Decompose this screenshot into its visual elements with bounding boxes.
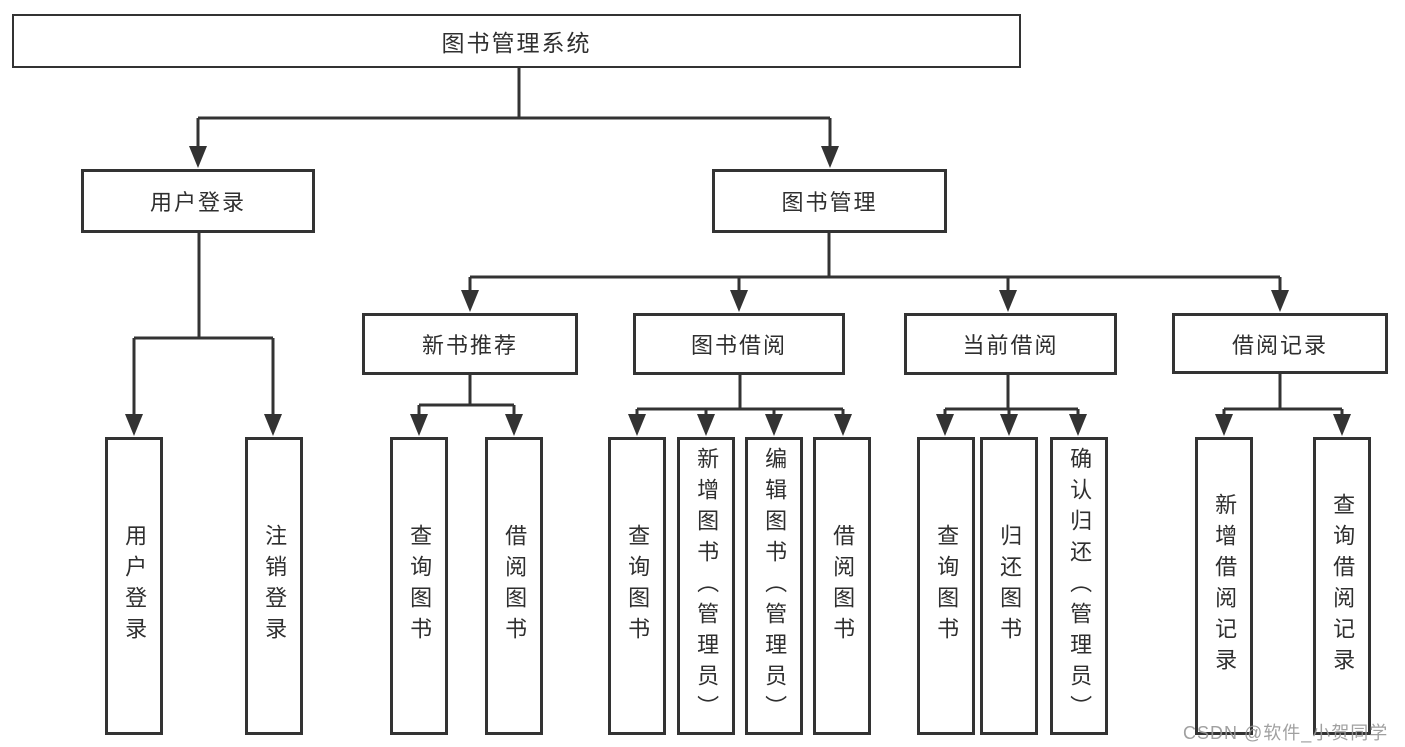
arrow-down-icon bbox=[410, 414, 523, 436]
leaf-label: 用户登录 bbox=[122, 524, 148, 648]
leaf-label: 新增借阅记录 bbox=[1212, 493, 1238, 679]
leaf-logout-login: 注销登录 bbox=[245, 437, 303, 735]
leaf-edit-books-admin: 编辑图书（管理员） bbox=[745, 437, 803, 735]
arrow-down-icon bbox=[461, 290, 1289, 312]
node-current-borrowing: 当前借阅 bbox=[904, 313, 1117, 375]
leaf-query-books-recommend: 查询图书 bbox=[390, 437, 448, 735]
leaf-label: 查询借阅记录 bbox=[1330, 493, 1356, 679]
arrow-down-icon bbox=[628, 414, 852, 436]
node-user-login: 用户登录 bbox=[81, 169, 315, 233]
connector-line bbox=[417, 375, 516, 416]
leaf-confirm-return-admin: 确认归还（管理员） bbox=[1050, 437, 1108, 735]
leaf-return-books: 归还图书 bbox=[980, 437, 1038, 735]
leaf-label: 编辑图书（管理员） bbox=[762, 446, 788, 726]
leaf-query-borrow-records: 查询借阅记录 bbox=[1313, 437, 1371, 735]
node-library-management-system: 图书管理系统 bbox=[12, 14, 1021, 68]
connector-book-borrowing-to-leaves bbox=[628, 375, 852, 436]
connector-line bbox=[196, 68, 832, 148]
node-borrowing-records: 借阅记录 bbox=[1172, 313, 1388, 374]
node-book-management: 图书管理 bbox=[712, 169, 947, 233]
leaf-borrow-books-borrowing: 借阅图书 bbox=[813, 437, 871, 735]
arrow-down-icon bbox=[1215, 414, 1351, 436]
leaf-label: 查询图书 bbox=[407, 524, 433, 648]
connector-borrowing-records-to-leaves bbox=[1215, 374, 1351, 436]
connector-line bbox=[468, 233, 1282, 292]
leaf-user-login: 用户登录 bbox=[105, 437, 163, 735]
connector-root-to-level2 bbox=[189, 68, 839, 168]
node-new-book-recommendation: 新书推荐 bbox=[362, 313, 578, 375]
connector-line bbox=[132, 233, 275, 416]
leaf-borrow-books-recommend: 借阅图书 bbox=[485, 437, 543, 735]
leaf-label: 借阅图书 bbox=[502, 524, 528, 648]
connector-new-book-recommendation-to-leaves bbox=[410, 375, 523, 436]
connector-line bbox=[635, 375, 845, 416]
leaf-query-books-current: 查询图书 bbox=[917, 437, 975, 735]
connector-line bbox=[943, 375, 1080, 416]
connector-book-management-to-level3 bbox=[461, 233, 1289, 312]
leaf-label: 查询图书 bbox=[934, 524, 960, 648]
node-book-borrowing: 图书借阅 bbox=[633, 313, 845, 375]
leaf-query-books-borrowing: 查询图书 bbox=[608, 437, 666, 735]
leaf-label: 确认归还（管理员） bbox=[1067, 446, 1093, 726]
leaf-label: 注销登录 bbox=[262, 524, 288, 648]
arrow-down-icon bbox=[125, 414, 282, 436]
leaf-add-borrow-records: 新增借阅记录 bbox=[1195, 437, 1253, 735]
arrow-down-icon bbox=[189, 146, 839, 168]
leaf-label: 查询图书 bbox=[625, 524, 651, 648]
leaf-add-books-admin: 新增图书（管理员） bbox=[677, 437, 735, 735]
csdn-watermark: CSDN @软件_小贺同学 bbox=[1183, 723, 1389, 743]
leaf-label: 新增图书（管理员） bbox=[694, 446, 720, 726]
arrow-down-icon bbox=[936, 414, 1087, 436]
leaf-label: 归还图书 bbox=[997, 524, 1023, 648]
leaf-label: 借阅图书 bbox=[830, 524, 856, 648]
connector-current-borrowing-to-leaves bbox=[936, 375, 1087, 436]
connector-line bbox=[1222, 374, 1344, 416]
connector-user-login-to-leaves bbox=[125, 233, 282, 436]
